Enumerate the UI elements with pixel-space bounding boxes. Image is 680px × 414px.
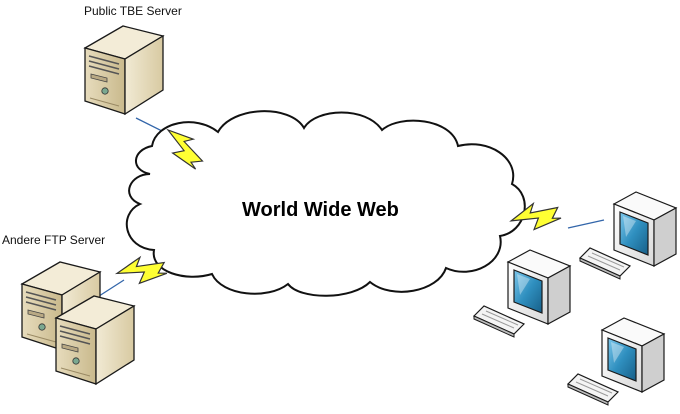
server-icon-public (84, 25, 164, 115)
cloud-icon (125, 110, 526, 297)
computer-icon-bottom (567, 317, 665, 406)
computer-icon-top-right (579, 191, 677, 280)
world-wide-web-label: World Wide Web (242, 199, 399, 221)
link-line-clients-pc (567, 219, 605, 229)
public-tbe-server-label: Public TBE Server (84, 4, 182, 18)
link-line-andere-server (95, 279, 125, 299)
andere-ftp-server-label: Andere FTP Server (2, 233, 106, 247)
